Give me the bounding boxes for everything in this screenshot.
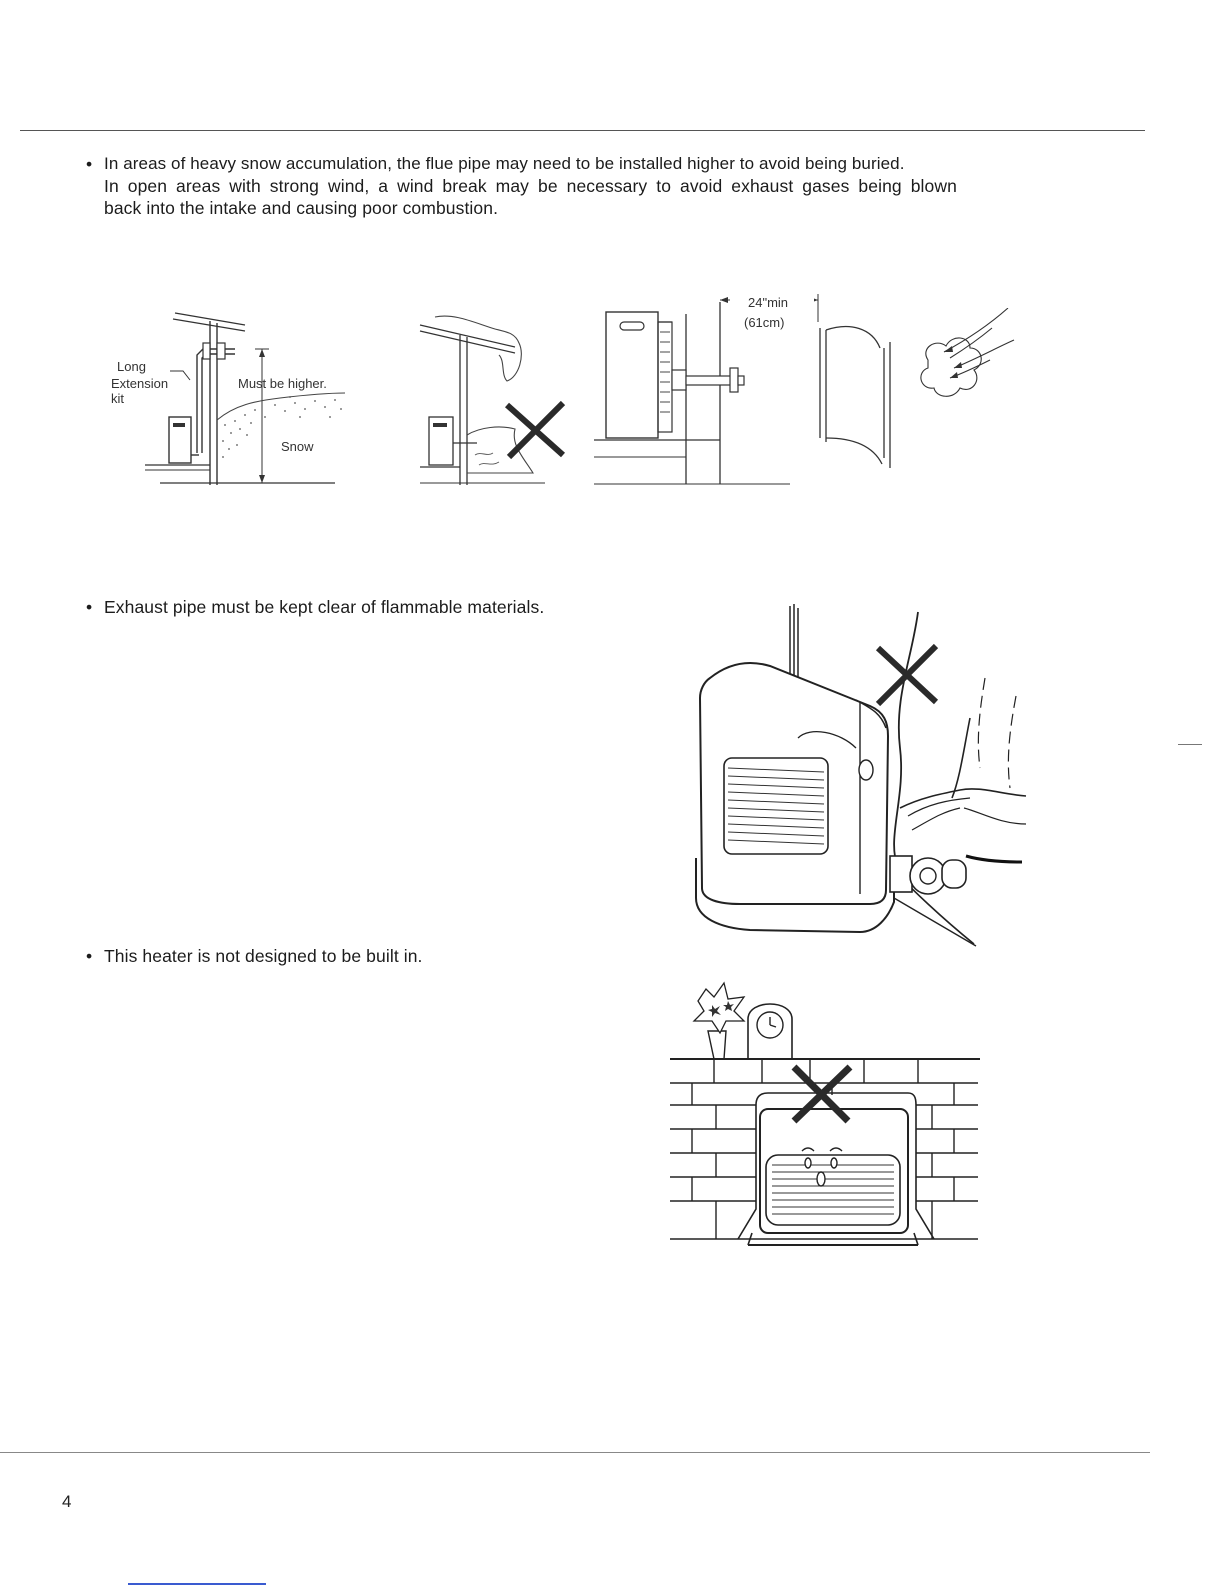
bullet: •: [86, 597, 93, 617]
flammable-curtain-figure: [680, 598, 1040, 968]
label-snow: Snow: [281, 439, 314, 454]
built-in-paragraph: • This heater is not designed to be buil…: [86, 945, 423, 967]
top-rule: [20, 130, 1145, 131]
clearance-inches: 24"min: [748, 295, 788, 310]
label-kit: kit: [111, 391, 124, 406]
label-must-be-higher: Must be higher.: [238, 376, 327, 391]
bottom-link-underline: [128, 1583, 266, 1585]
clearance-cm: (61cm): [744, 315, 784, 330]
clearance-figure: 24"min (61cm): [590, 292, 820, 492]
bullet: •: [86, 154, 93, 174]
extension-kit-snow-figure: Long Extension kit Must be higher. Snow: [105, 305, 355, 495]
flammable-materials-paragraph: • Exhaust pipe must be kept clear of fla…: [86, 596, 545, 618]
paragraph-line: In open areas with strong wind, a wind b…: [104, 176, 957, 196]
page-number: 4: [62, 1492, 72, 1511]
wind-break-figure: [810, 308, 1030, 478]
paragraph-line: back into the intake and causing poor co…: [104, 198, 499, 218]
built-in-fireplace-figure: [668, 975, 984, 1255]
bottom-rule: [0, 1452, 1150, 1453]
buried-flue-figure: [415, 305, 575, 490]
label-extension: Extension: [111, 376, 168, 391]
label-long: Long: [117, 359, 146, 374]
paragraph-line: In areas of heavy snow accumulation, the…: [104, 154, 905, 173]
bullet: •: [86, 946, 93, 966]
margin-tick: [1178, 744, 1202, 745]
snow-wind-paragraph: • In areas of heavy snow accumulation, t…: [86, 153, 957, 219]
paragraph-line: This heater is not designed to be built …: [104, 946, 423, 966]
paragraph-line: Exhaust pipe must be kept clear of flamm…: [104, 597, 545, 617]
